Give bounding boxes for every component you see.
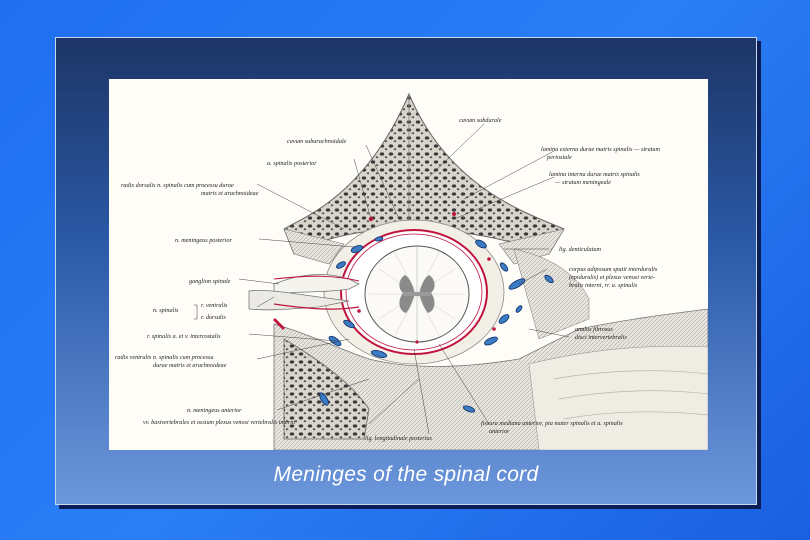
label-radix-ventralis-1: radix ventralis n. spinalis cum processu — [115, 354, 213, 361]
label-radix-ventralis-2: durae matris et arachnoideae — [153, 362, 227, 369]
label-vv-basivertebrales: vv. basivertebrales et ossium plexus ven… — [143, 419, 295, 426]
label-r-dorsalis: r. dorsalis — [201, 314, 226, 321]
label-ganglion-spinale: ganglion spinale — [189, 278, 231, 285]
label-fissura-mediana-2: anterior — [489, 428, 510, 435]
label-n-spinalis: n. spinalis — [153, 307, 179, 314]
label-lamina-interna-2: — stratum meningeale — [554, 179, 611, 186]
n-spinalis — [248, 290, 350, 311]
label-fissura-mediana-1: fissura mediana anterior, pia mater spin… — [481, 420, 623, 427]
vessels — [319, 236, 554, 413]
label-r-spinalis: r. spinalis a. et v. intercostalis — [147, 333, 221, 340]
label-corpus-adiposum-1: corpus adiposum spatii interduralis — [569, 266, 658, 273]
label-n-meningeus-anterior: n. meningeus anterior — [187, 407, 242, 414]
label-anulus-fibrosus-2: disci intervertebralis — [575, 334, 627, 341]
slide-caption: Meninges of the spinal cord — [273, 463, 539, 486]
label-lamina-interna-1: lamina interna durae matris spinalis — [549, 171, 640, 178]
label-cavum-subarachnoidale: cavum subarachnoidale — [287, 138, 347, 145]
label-lig-denticulatum: lig. denticulatum — [559, 246, 601, 253]
anatomical-illustration: cavum subarachnoidale cavum subdurale a.… — [109, 79, 708, 450]
label-r-ventralis: r. ventralis — [201, 302, 228, 309]
label-corpus-adiposum-3: bralis interni, rr. a. spinalis — [569, 282, 638, 289]
label-radix-dorsalis-2: matris et arachnoideae — [201, 190, 259, 197]
slide-frame: cavum subarachnoidale cavum subdurale a.… — [55, 37, 757, 505]
label-anulus-fibrosus-1: anulus fibrosus — [575, 326, 613, 333]
spinal-cord-cross-section: cavum subarachnoidale cavum subdurale a.… — [115, 92, 708, 450]
label-radix-dorsalis-1: radix dorsalis n. spinalis cum processu … — [121, 182, 234, 189]
label-a-spinalis-posterior: a. spinalis posterior — [267, 160, 317, 167]
label-lig-longitudinale: lig. longitudinale posterius — [365, 435, 432, 442]
label-cavum-subdurale: cavum subdurale — [459, 117, 502, 124]
label-corpus-adiposum-2: (epiduralis) et plexus venosi verte- — [569, 274, 655, 281]
label-n-meningeus-posterior: n. meningeus posterior — [175, 237, 232, 244]
label-lamina-externa-2: periostale — [546, 154, 572, 161]
label-lamina-externa-1: lamina externa durae matris spinalis — s… — [541, 146, 660, 153]
